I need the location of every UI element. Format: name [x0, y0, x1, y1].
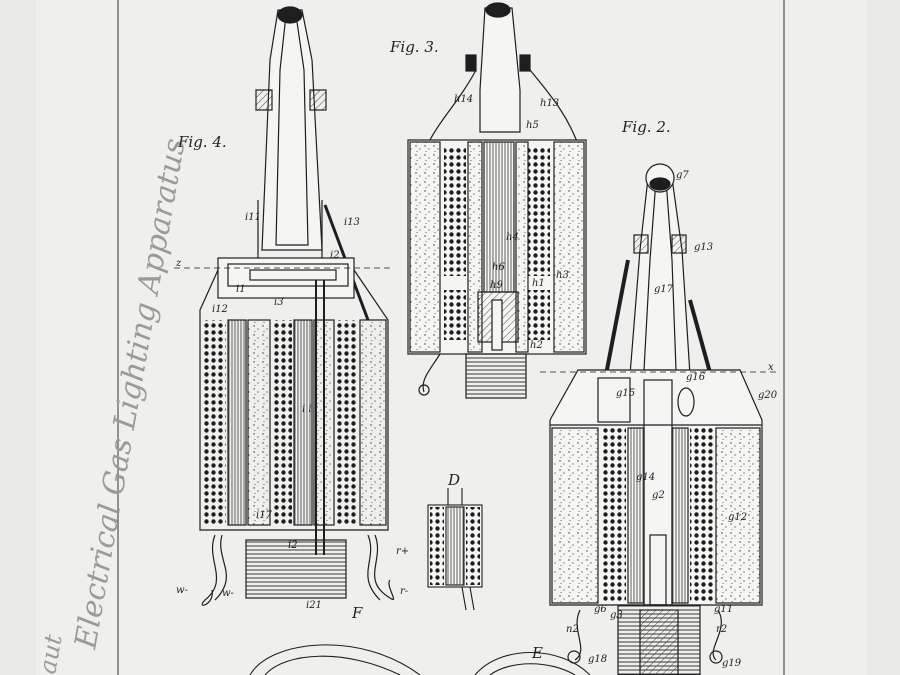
label-fig-4: Fig. 4. [177, 133, 227, 151]
part-label: i i [302, 404, 312, 415]
part-label: g13 [694, 242, 713, 253]
part-label: g11 [714, 604, 733, 615]
label-fig-3: Fig. 3. [389, 38, 439, 56]
part-label: h2 [530, 340, 543, 351]
part-label: w- [222, 588, 235, 599]
part-label: h1 [532, 278, 545, 289]
label-fig-2: Fig. 2. [621, 118, 671, 136]
part-label: w- [176, 585, 189, 596]
part-label: g18 [588, 654, 607, 665]
part-label: r- [400, 586, 409, 597]
part-label: g6 [594, 604, 607, 615]
part-label: r2 [716, 624, 727, 635]
bottom-arcs [249, 644, 591, 675]
part-label: h5 [526, 120, 539, 131]
part-label: g17 [654, 284, 674, 295]
part-label: x [768, 362, 774, 373]
part-label: g14 [636, 472, 655, 483]
part-label: g15 [616, 388, 635, 399]
part-label: g20 [758, 390, 778, 401]
part-label: g3 [610, 610, 623, 621]
part-label: i13 [344, 217, 360, 228]
inscription-margin: aut [33, 632, 67, 675]
part-label: n2 [566, 624, 579, 635]
part-label: h9 [490, 280, 503, 291]
part-label: g7 [676, 170, 689, 181]
part-label: h3 [556, 270, 569, 281]
label-f: F [351, 604, 363, 622]
figure-4 [174, 6, 395, 606]
part-label: g16 [686, 372, 706, 383]
figure-3 [407, 2, 587, 399]
part-label: h4 [506, 232, 519, 243]
part-label: i12 [212, 304, 228, 315]
part-label: i2 [330, 250, 340, 261]
part-label: z [175, 258, 182, 269]
part-label: h6 [492, 262, 505, 273]
part-label: r+ [396, 546, 409, 557]
part-label: i3 [274, 297, 284, 308]
part-label: i21 [306, 600, 322, 611]
figure-d [427, 488, 483, 611]
part-label: i2 [288, 540, 298, 551]
label-d: D [447, 471, 460, 489]
part-label: g12 [728, 512, 747, 523]
part-label: h13 [540, 98, 559, 109]
part-label: g19 [722, 658, 742, 669]
part-label: g2 [652, 490, 665, 501]
figure-2 [540, 163, 778, 675]
label-e: E [531, 644, 543, 662]
part-label: i11 [245, 212, 261, 223]
part-label: i17 [256, 510, 273, 521]
part-label: h14 [454, 94, 473, 105]
part-label: i1 [236, 284, 246, 295]
